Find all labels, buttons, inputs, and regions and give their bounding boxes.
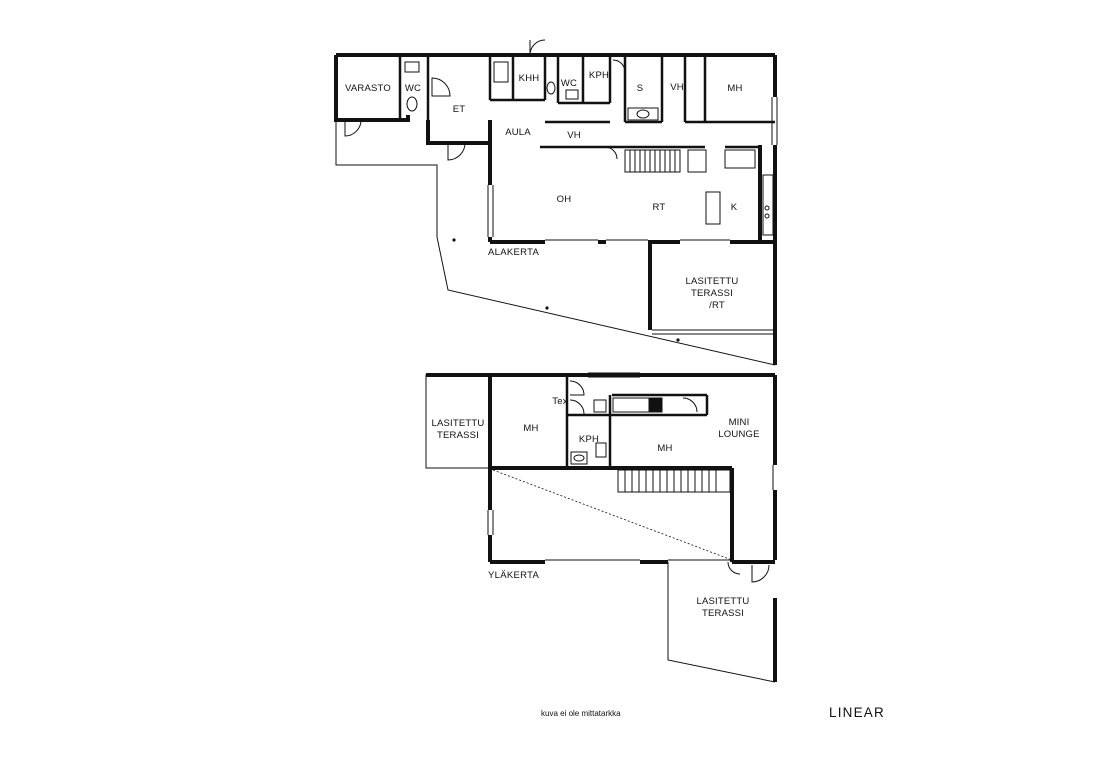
room-label-terassi-rt-line1: LASITETTU — [685, 276, 738, 287]
upper-stairs — [612, 397, 731, 493]
kitchen-island — [705, 191, 721, 225]
room-label-k: K — [731, 202, 738, 213]
floor-label-lower: ALAKERTA — [488, 247, 540, 258]
upper-doors — [569, 380, 770, 583]
room-label-oh: OH — [557, 194, 572, 205]
room-label-terassi-s-line2: TERASSI — [702, 608, 744, 619]
lower-doors — [344, 39, 626, 161]
room-label-terassi-w-line2: TERASSI — [437, 430, 479, 441]
room-label-wc-2: WC — [561, 78, 577, 89]
room-label-aula: AULA — [505, 127, 531, 138]
room-label-vh-1: VH — [670, 82, 684, 93]
floor-labels: ALAKERTA YLÄKERTA — [488, 247, 540, 581]
room-label-mh-1: MH — [727, 83, 742, 94]
room-label-s: S — [637, 83, 644, 94]
upper-inner-walls — [565, 375, 709, 468]
room-label-mh-3: MH — [657, 443, 672, 454]
room-label-lounge-line2: LOUNGE — [718, 429, 759, 440]
lower-floor-plan — [334, 39, 778, 366]
room-label-terassi-w-line1: LASITETTU — [431, 418, 484, 429]
room-label-kph-2: KPH — [579, 434, 599, 445]
upper-windows — [487, 372, 774, 561]
void-diagonal — [492, 469, 733, 561]
lower-windows — [487, 97, 778, 335]
lower-fixtures — [404, 61, 774, 236]
room-label-terassi-rt-line3: /RT — [709, 300, 725, 311]
lower-outer-walls — [334, 53, 777, 365]
room-label-terassi-rt-line2: TERASSI — [691, 288, 733, 299]
scale-disclaimer: kuva ei ole mittatarkka — [541, 709, 621, 718]
floor-label-upper: YLÄKERTA — [488, 570, 540, 581]
room-labels: VARASTO WC ET KHH WC KPH S VH MH AULA VH… — [345, 70, 759, 619]
room-label-tex: Tex — [552, 396, 567, 407]
room-label-terassi-s-line1: LASITETTU — [696, 596, 749, 607]
upper-floor-plan — [425, 372, 777, 683]
brand-logo: LINEAR — [829, 705, 885, 720]
lower-inner-walls — [398, 55, 775, 149]
room-label-kph-1: KPH — [589, 70, 609, 81]
room-label-mh-2: MH — [523, 423, 538, 434]
room-label-vh-2: VH — [567, 130, 581, 141]
room-label-rt: RT — [653, 202, 666, 213]
lower-terrace-outline — [335, 120, 776, 366]
upper-fixtures — [570, 399, 607, 465]
room-label-et: ET — [453, 104, 466, 115]
room-label-khh: KHH — [519, 73, 540, 84]
room-label-lounge-line1: MINI — [729, 417, 750, 428]
room-label-varasto: VARASTO — [345, 83, 391, 94]
lower-stairs — [624, 149, 707, 173]
room-label-wc-1: WC — [405, 83, 421, 94]
upper-terrace-outlines — [425, 374, 776, 683]
